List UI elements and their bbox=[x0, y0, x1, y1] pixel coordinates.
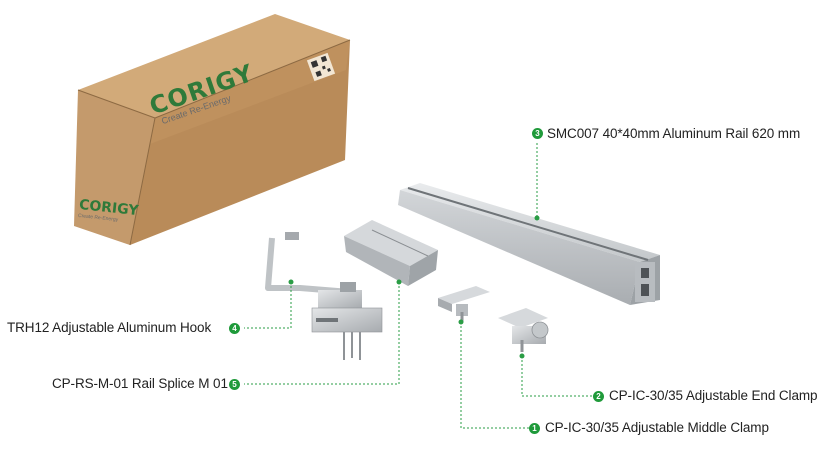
callout-4-badge: 4 bbox=[229, 323, 240, 334]
callout-1-label: CP-IC-30/35 Adjustable Middle Clamp bbox=[545, 420, 769, 435]
callout-2-badge: 2 bbox=[593, 391, 604, 402]
box-top-face bbox=[78, 14, 350, 118]
cardboard-box bbox=[74, 14, 351, 246]
box-side-face bbox=[130, 40, 350, 245]
rail-splice bbox=[344, 220, 438, 286]
callout-5-label: CP-RS-M-01 Rail Splice M 01 bbox=[52, 376, 228, 391]
callout-2-label: CP-IC-30/35 Adjustable End Clamp bbox=[609, 388, 818, 403]
end-clamp bbox=[498, 308, 549, 352]
callout-4-label: TRH12 Adjustable Aluminum Hook bbox=[7, 320, 212, 335]
box-front-face bbox=[74, 90, 155, 245]
callout-leaders bbox=[244, 143, 593, 429]
adjustable-hook bbox=[265, 232, 383, 360]
callout-3-badge: 3 bbox=[532, 128, 543, 139]
middle-clamp bbox=[438, 286, 490, 322]
callout-3-label: SMC007 40*40mm Aluminum Rail 620 mm bbox=[547, 126, 801, 141]
callout-1-badge: 1 bbox=[529, 423, 540, 434]
callout-5-badge: 5 bbox=[229, 379, 240, 390]
callout-dots bbox=[288, 215, 540, 359]
aluminum-rail bbox=[398, 183, 660, 305]
qr-code-image bbox=[306, 52, 336, 82]
